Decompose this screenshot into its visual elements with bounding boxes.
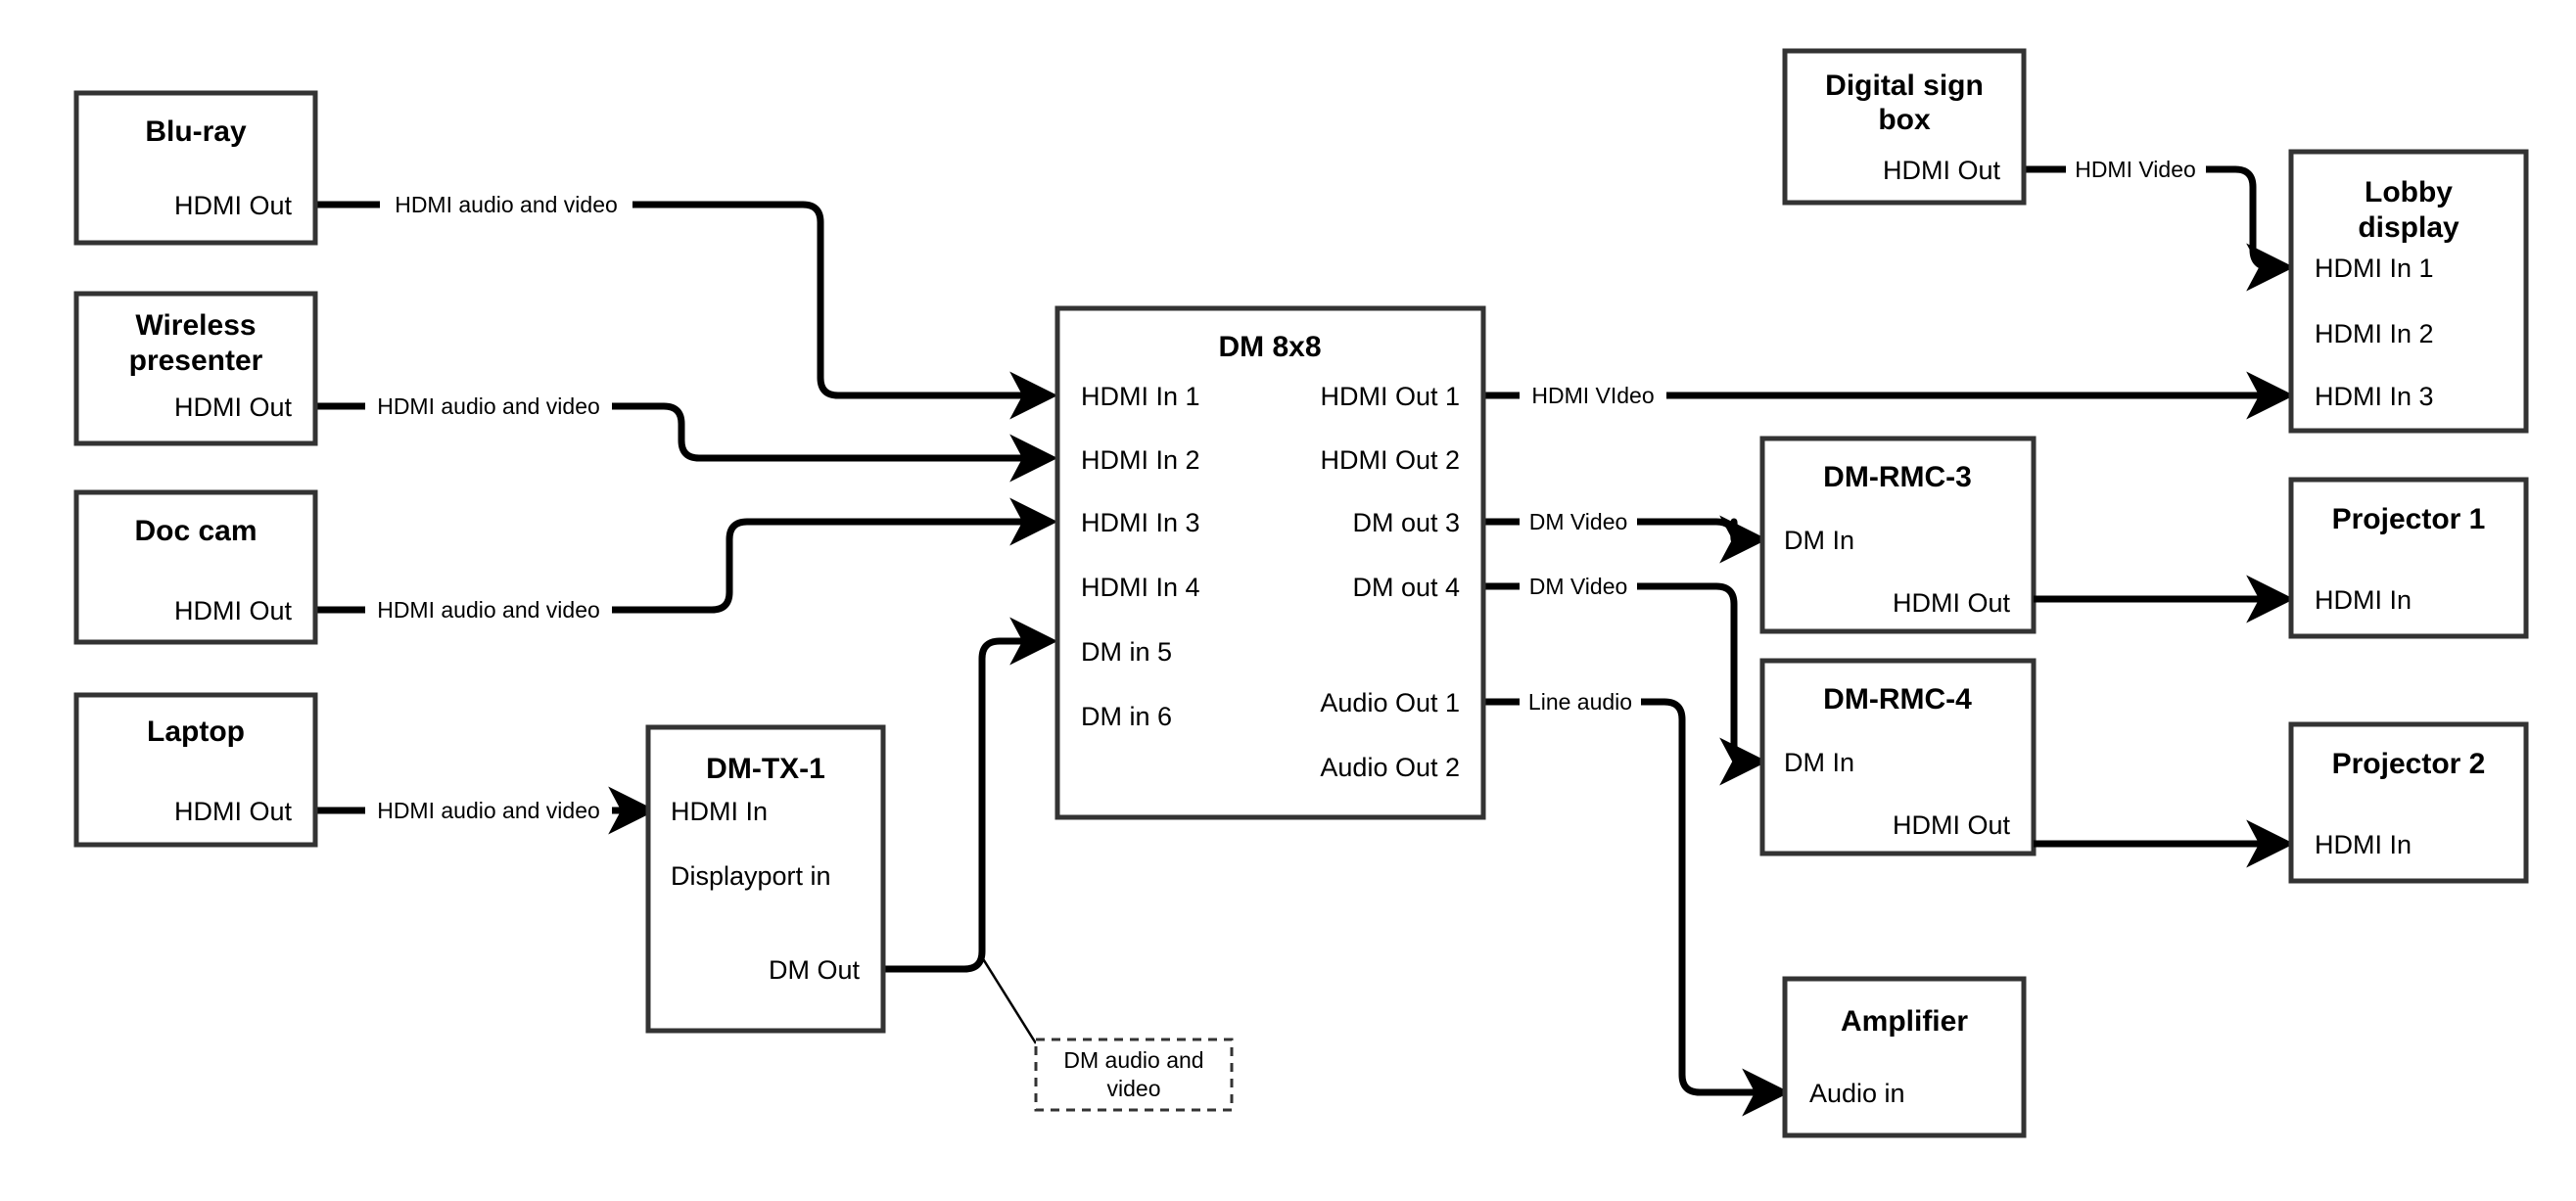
label-dm8x8-audioout1-to-amplifier: Line audio xyxy=(1528,689,1632,715)
node-laptop[interactable]: Laptop HDMI Out xyxy=(73,692,318,848)
wireless-presenter-port-hdmi-out: HDMI Out xyxy=(174,393,293,422)
dm-8x8-title: DM 8x8 xyxy=(1218,331,1321,363)
dm-rmc-4-port-hdmi-out: HDMI Out xyxy=(1893,810,2011,840)
lobby-display-title-line1: Lobby xyxy=(2365,176,2453,208)
wire-sign-to-lobby xyxy=(2024,165,2286,267)
dm-rmc-3-title: DM-RMC-3 xyxy=(1823,461,1972,493)
dm-8x8-output-dm-out-4: DM out 4 xyxy=(1352,573,1460,602)
laptop-port-hdmi-out: HDMI Out xyxy=(174,797,293,826)
node-projector-1[interactable]: Projector 1 HDMI In xyxy=(2288,477,2529,639)
doc-cam-title: Doc cam xyxy=(134,515,257,547)
projector-2-title: Projector 2 xyxy=(2332,748,2486,780)
dm-8x8-input-hdmi-in-4: HDMI In 4 xyxy=(1081,573,1200,602)
dm-8x8-output-dm-out-3: DM out 3 xyxy=(1352,508,1460,537)
projector-1-port-hdmi-in: HDMI In xyxy=(2315,585,2412,615)
wire-dm8x8-audioout1-to-amplifier xyxy=(1483,698,1782,1092)
bluray-title: Blu-ray xyxy=(145,115,247,148)
lobby-display-input-hdmi-in-3: HDMI In 3 xyxy=(2315,382,2434,411)
digital-sign-box-title-line1: Digital sign xyxy=(1825,69,1984,102)
dm-tx-1-port-dm-out: DM Out xyxy=(769,955,861,985)
dm-8x8-input-hdmi-in-1: HDMI In 1 xyxy=(1081,382,1200,411)
label-doccam-to-dm8x8: HDMI audio and video xyxy=(377,597,600,623)
dm-tx-1-port-displayport-in: Displayport in xyxy=(671,861,831,891)
wire-doccam-to-dm8x8 xyxy=(315,522,1050,614)
wireless-presenter-title-line2: presenter xyxy=(129,345,263,377)
dm-rmc-4-title: DM-RMC-4 xyxy=(1823,683,1972,716)
label-dm8x8-out3-to-rmc3: DM Video xyxy=(1529,509,1628,534)
lobby-display-input-hdmi-in-2: HDMI In 2 xyxy=(2315,319,2434,348)
wire-dm8x8-out4-to-rmc4 xyxy=(1483,582,1759,762)
wire-dmtx1-to-dm8x8 xyxy=(883,617,1058,973)
label-dm8x8-out4-to-rmc4: DM Video xyxy=(1529,574,1628,599)
dm-8x8-output-audio-out-2: Audio Out 2 xyxy=(1320,753,1460,782)
node-projector-2[interactable]: Projector 2 HDMI In xyxy=(2288,721,2529,884)
label-bluray-to-dm8x8: HDMI audio and video xyxy=(395,192,618,217)
dm-8x8-input-hdmi-in-3: HDMI In 3 xyxy=(1081,508,1200,537)
dm-tx-1-port-hdmi-in: HDMI In xyxy=(671,797,768,826)
dm-8x8-input-hdmi-in-2: HDMI In 2 xyxy=(1081,445,1200,475)
node-digital-sign-box[interactable]: Digital sign box HDMI Out xyxy=(1782,48,2027,206)
node-dm-rmc-3[interactable]: DM-RMC-3 DM In HDMI Out xyxy=(1759,436,2037,634)
amplifier-title: Amplifier xyxy=(1841,1005,1968,1038)
callout-line1: DM audio and xyxy=(1063,1047,1203,1073)
dm-8x8-output-hdmi-out-1: HDMI Out 1 xyxy=(1320,382,1460,411)
dm-8x8-output-audio-out-1: Audio Out 1 xyxy=(1320,688,1460,717)
lobby-display-input-hdmi-in-1: HDMI In 1 xyxy=(2315,254,2434,283)
callout-dm-audio-and-video: DM audio and video xyxy=(1034,1038,1234,1112)
node-wireless-presenter[interactable]: Wireless presenter HDMI Out xyxy=(73,291,318,446)
dm-rmc-3-port-dm-in: DM In xyxy=(1784,526,1854,555)
label-laptop-to-dmtx1: HDMI audio and video xyxy=(377,798,600,823)
projector-2-port-hdmi-in: HDMI In xyxy=(2315,830,2412,859)
node-doc-cam[interactable]: Doc cam HDMI Out xyxy=(73,489,318,645)
laptop-title: Laptop xyxy=(147,716,245,748)
label-dm8x8-out1-to-lobby: HDMI VIdeo xyxy=(1531,383,1654,408)
dm-8x8-input-dm-in-6: DM in 6 xyxy=(1081,702,1172,731)
label-wireless-to-dm8x8: HDMI audio and video xyxy=(377,393,600,419)
bluray-port-hdmi-out: HDMI Out xyxy=(174,191,293,220)
lobby-display-title-line2: display xyxy=(2358,211,2459,244)
callout-line2: video xyxy=(1107,1076,1161,1101)
doc-cam-port-hdmi-out: HDMI Out xyxy=(174,596,293,625)
wire-bluray-to-dm8x8 xyxy=(315,201,1050,395)
node-dm-rmc-4[interactable]: DM-RMC-4 DM In HDMI Out xyxy=(1759,658,2037,856)
node-lobby-display[interactable]: Lobby display HDMI In 1 HDMI In 2 HDMI I… xyxy=(2288,149,2529,434)
dm-8x8-input-dm-in-5: DM in 5 xyxy=(1081,637,1172,667)
node-dm-8x8[interactable]: DM 8x8 HDMI In 1 HDMI In 2 HDMI In 3 HDM… xyxy=(1054,305,1486,820)
node-bluray[interactable]: Blu-ray HDMI Out xyxy=(73,90,318,246)
node-amplifier[interactable]: Amplifier Audio in xyxy=(1782,976,2027,1138)
digital-sign-box-title-line2: box xyxy=(1878,104,1931,136)
amplifier-port-audio-in: Audio in xyxy=(1809,1079,1905,1108)
dm-rmc-4-port-dm-in: DM In xyxy=(1784,748,1854,777)
wire-wireless-to-dm8x8 xyxy=(315,402,1050,458)
dm-tx-1-title: DM-TX-1 xyxy=(706,753,825,785)
wire-dm8x8-out3-to-rmc3 xyxy=(1483,522,1759,539)
node-dm-tx-1[interactable]: DM-TX-1 HDMI In Displayport in DM Out xyxy=(645,724,886,1034)
projector-1-title: Projector 1 xyxy=(2332,503,2486,535)
wireless-presenter-title-line1: Wireless xyxy=(135,309,256,342)
digital-sign-box-port-hdmi-out: HDMI Out xyxy=(1883,156,2001,185)
label-sign-to-lobby: HDMI Video xyxy=(2075,157,2196,182)
leader-dm-audio-video-callout xyxy=(980,956,1038,1044)
dm-rmc-3-port-hdmi-out: HDMI Out xyxy=(1893,588,2011,618)
dm-8x8-output-hdmi-out-2: HDMI Out 2 xyxy=(1320,445,1460,475)
